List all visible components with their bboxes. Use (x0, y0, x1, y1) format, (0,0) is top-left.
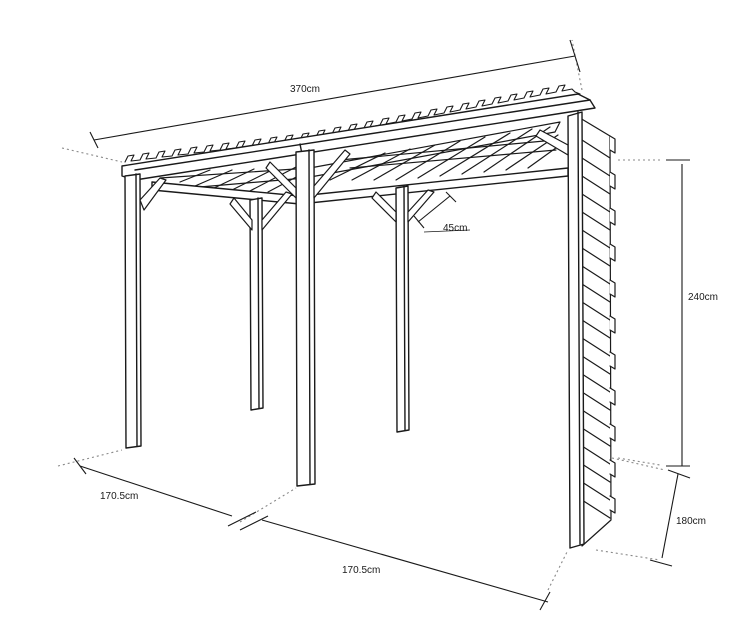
braces (139, 129, 569, 231)
label-side-depth: 180cm (676, 516, 706, 527)
label-depth-front: 170.5cm (100, 491, 138, 502)
post-front-right (567, 111, 585, 549)
label-height: 240cm (688, 292, 718, 303)
front-beam (121, 93, 596, 181)
post-front-middle (295, 149, 316, 487)
post-back-middle (395, 185, 410, 433)
roof-battens (124, 84, 581, 163)
post-front-left (124, 173, 142, 449)
post-back-left (249, 197, 264, 411)
side-screen (579, 117, 616, 547)
label-length: 370cm (290, 84, 320, 95)
label-depth-side: 170.5cm (342, 565, 380, 576)
dimension-lines (57, 39, 691, 611)
label-brace: 45cm (443, 223, 467, 234)
